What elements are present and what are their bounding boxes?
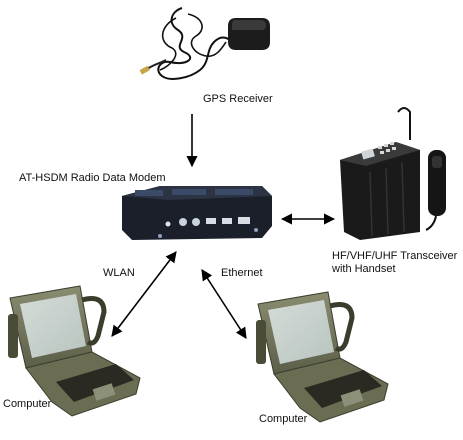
rugged-laptop-icon [256,292,388,422]
radio-transceiver-icon [340,108,446,240]
computer-right-label: Computer [259,413,307,426]
modem-box-icon [122,186,272,240]
wlan-arrow [112,252,176,336]
gps-receiver-label: GPS Receiver [203,93,273,106]
rugged-laptop-icon [8,286,140,416]
transceiver-label-line1: HF/VHF/UHF Transceiver [332,250,457,263]
wlan-label: WLAN [103,267,135,280]
gps-antenna-icon [140,8,270,79]
ethernet-arrow [202,270,246,338]
transceiver-label-line2: with Handset [332,263,396,276]
computer-left-label: Computer [3,398,51,411]
modem-label: AT-HSDM Radio Data Modem [19,172,166,185]
ethernet-label: Ethernet [221,267,263,280]
